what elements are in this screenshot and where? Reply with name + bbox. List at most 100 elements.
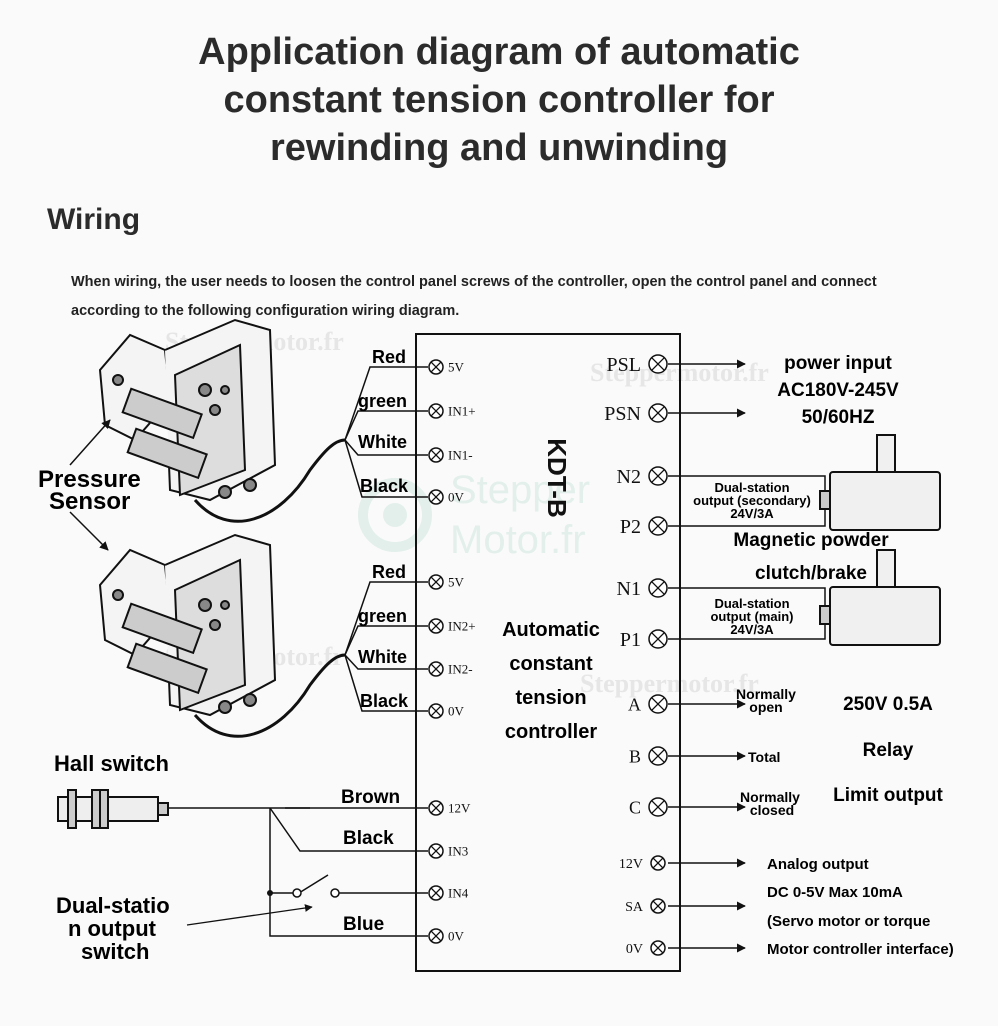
wiring-intro-line-1: When wiring, the user needs to loosen th… [71, 274, 877, 290]
left-terminal-label: 12V [448, 801, 471, 816]
controller-box [415, 333, 681, 972]
right-terminal-label: A [628, 694, 641, 714]
power-input-line-3: 50/60HZ [802, 407, 875, 428]
sensor-2-cable [193, 653, 346, 738]
power-input-line-2: AC180V-245V [777, 380, 899, 401]
right-terminal-label: N1 [617, 578, 641, 600]
sensor-2-wire-green: green [358, 606, 407, 626]
left-terminal: 0V [428, 703, 465, 719]
normally-open-line-2: open [749, 699, 782, 715]
left-terminal: 0V [428, 489, 465, 505]
relay-total: Total [748, 749, 780, 765]
sensor-2-wires [344, 581, 428, 712]
pressure-arrow-up [69, 419, 111, 466]
switch-contact-right [330, 888, 340, 898]
pressure-sensor-label-1: Pressure [38, 466, 141, 493]
pressure-sensor-label-2: Sensor [49, 488, 130, 515]
junction-dot [267, 890, 273, 896]
controller-model: KDT-B [542, 438, 572, 517]
dual-switch-label-2: n output [68, 916, 157, 941]
sensor-2-wire-white: White [358, 647, 407, 667]
analog-output-line-2: DC 0-5V Max 10mA [767, 884, 903, 901]
hall-switch-label: Hall switch [54, 751, 169, 776]
watermark-logo-text: Motor.fr [450, 518, 586, 562]
analog-output-line-3: (Servo motor or torque [767, 913, 930, 930]
dual-switch-label-1: Dual-statio [56, 893, 170, 918]
watermark-logo: Stepper Motor.fr [358, 468, 590, 562]
secondary-output-line-1: Dual-station [714, 480, 789, 495]
left-terminal-label: 5V [448, 360, 465, 375]
controller-name-line: tension [515, 687, 586, 709]
wiring-heading: Wiring [47, 203, 141, 236]
left-terminal: IN2+ [428, 618, 476, 634]
right-side-wires [668, 359, 826, 953]
right-terminal: B [629, 746, 668, 766]
right-terminal-label: PSL [607, 354, 641, 376]
pressure-sensor-1 [98, 318, 277, 502]
left-terminal-label: IN4 [448, 886, 469, 901]
secondary-output-line-2: output (secondary) [693, 493, 811, 508]
right-terminal: P2 [620, 516, 668, 538]
right-terminal: 12V [619, 855, 666, 872]
hall-wire-black: Black [343, 828, 394, 849]
right-terminal: P1 [620, 629, 668, 651]
left-terminal-label: IN2+ [448, 619, 476, 634]
left-terminal: 0V [428, 928, 465, 944]
magnetic-clutch-1 [819, 434, 941, 531]
left-terminal: 5V [428, 574, 465, 590]
left-terminal-label: 5V [448, 575, 465, 590]
main-output-line-2: output (main) [710, 609, 793, 624]
main-output-line-1: Dual-station [714, 596, 789, 611]
relay-label: Relay [863, 740, 914, 761]
left-terminal-label: IN1+ [448, 404, 476, 419]
left-terminal-label: IN2- [448, 662, 473, 677]
pressure-arrow-down [69, 511, 109, 551]
right-terminal-label: B [629, 746, 641, 766]
clutch-label-1: Magnetic powder [733, 530, 889, 551]
limit-output-label: Limit output [833, 785, 943, 806]
left-terminal-label: 0V [448, 929, 465, 944]
right-terminal: C [629, 797, 668, 817]
controller-name: Automatic constant tension controller [502, 619, 600, 743]
dual-switch-label-3: switch [81, 939, 149, 964]
controller-name-line: controller [505, 721, 597, 743]
right-terminal-label: C [629, 797, 641, 817]
controller-name-line: Automatic [502, 619, 600, 641]
right-terminal: 0V [626, 940, 666, 957]
right-terminal-label: SA [625, 900, 644, 915]
hall-wire-brown: Brown [341, 787, 400, 808]
normally-open-line-1: Normally [736, 686, 796, 702]
right-terminal: SA [625, 898, 666, 915]
switch-contact-left [292, 888, 302, 898]
right-terminal-label: 12V [619, 857, 643, 872]
normally-closed-line-1: Normally [740, 789, 800, 805]
pressure-sensor-2 [98, 533, 277, 717]
power-input-line-1: power input [784, 353, 892, 374]
left-terminal: IN3 [428, 843, 468, 859]
page-title: Application diagram of automatic constan… [0, 28, 998, 172]
sensor-1-wire-red: Red [372, 347, 406, 367]
magnetic-clutch-2 [819, 549, 941, 646]
right-terminal: N1 [617, 578, 668, 600]
analog-output-line-1: Analog output [767, 856, 869, 873]
left-terminal: 12V [428, 800, 471, 816]
secondary-output-line-3: 24V/3A [730, 506, 774, 521]
left-terminal: IN1- [428, 447, 473, 463]
sensor-1-wire-black: Black [360, 476, 409, 496]
left-terminal-label: 0V [448, 704, 465, 719]
sensor-2-wire-red: Red [372, 562, 406, 582]
hall-switch-sensor [57, 789, 169, 829]
hall-wire-blue: Blue [343, 914, 384, 935]
title-line-3: rewinding and unwinding [269, 127, 729, 169]
hall-switch-wires [168, 807, 428, 937]
right-terminal-label: P2 [620, 516, 641, 538]
relay-rating: 250V 0.5A [843, 694, 933, 715]
left-terminal: IN1+ [428, 403, 476, 419]
left-terminal-label: 0V [448, 490, 465, 505]
right-terminal: PSL [607, 354, 668, 376]
right-terminal-label: P1 [620, 629, 641, 651]
controller-name-line: constant [509, 653, 593, 675]
left-terminal: 5V [428, 359, 465, 375]
wiring-intro: When wiring, the user needs to loosen th… [71, 268, 961, 326]
